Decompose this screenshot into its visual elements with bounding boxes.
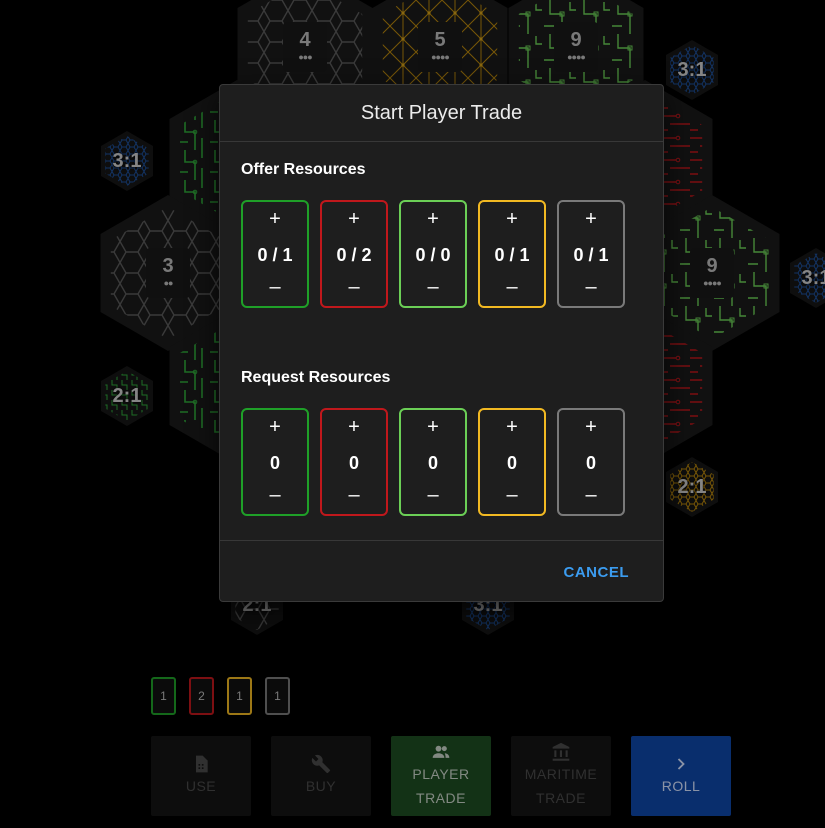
chevron-right-icon	[677, 758, 685, 770]
offer-card-wood: +0 / 1 –	[241, 200, 309, 308]
wrench-icon	[311, 754, 331, 774]
token-pips: ●●●●	[431, 52, 450, 62]
port-ratio-label: 2:1	[112, 385, 142, 407]
request-wood-value: 0	[269, 453, 280, 473]
use-button[interactable]: USE	[151, 736, 251, 816]
request-cards: +0 – +0 – +0 – +0 – +0 –	[241, 408, 625, 516]
token-pips: ●●●●	[567, 52, 586, 62]
offer-wood-value: 0 / 1	[257, 245, 293, 265]
request-card-brick: +0 –	[320, 408, 388, 516]
offer-sheep-value: 0 / 0	[415, 245, 451, 265]
number-token: 3●●	[146, 248, 190, 298]
token-pips: ●●	[163, 278, 174, 288]
port-hex-pattern	[670, 45, 714, 95]
request-card-wood: +0 –	[241, 408, 309, 516]
offer-wheat-value: 0 / 1	[494, 245, 530, 265]
token-number: 4	[299, 29, 311, 51]
offer-card-ore: +0 / 1 –	[557, 200, 625, 308]
port-ratio-label: 3:1	[112, 150, 142, 172]
dialog-footer: CANCEL	[220, 540, 663, 601]
token-number: 3	[162, 255, 174, 277]
cancel-button[interactable]: CANCEL	[558, 563, 636, 582]
request-ore-increment-button[interactable]: +	[585, 416, 597, 438]
offer-card-wheat: +0 / 1 –	[478, 200, 546, 308]
player-trade-label-2: TRADE	[416, 790, 466, 806]
port-hex-pattern	[670, 462, 714, 512]
request-ore-decrement-button[interactable]: –	[585, 484, 597, 506]
request-wheat-value: 0	[506, 453, 517, 473]
player-trade-dialog: Start Player Trade Offer Resources +0 / …	[219, 84, 664, 602]
number-token: 9●●●●	[554, 22, 598, 72]
buy-label: BUY	[305, 778, 337, 794]
request-brick-increment-button[interactable]: +	[348, 416, 360, 438]
dialog-title: Start Player Trade	[220, 85, 663, 142]
request-wheat-increment-button[interactable]: +	[506, 416, 518, 438]
token-number: 9	[570, 29, 582, 51]
offer-card-brick: +0 / 2 –	[320, 200, 388, 308]
request-card-ore: +0 –	[557, 408, 625, 516]
offer-sheep-increment-button[interactable]: +	[427, 208, 439, 230]
offer-brick-increment-button[interactable]: +	[348, 208, 360, 230]
offer-ore-decrement-button[interactable]: –	[585, 276, 597, 298]
number-token: 5●●●●	[418, 22, 462, 72]
offer-resources-label: Offer Resources	[241, 161, 366, 178]
request-resources-label: Request Resources	[241, 369, 391, 386]
hand-card-wood: 1	[151, 677, 176, 715]
offer-wheat-decrement-button[interactable]: –	[506, 276, 518, 298]
port-ratio-label: 2:1	[677, 476, 707, 498]
hand-card-wheat: 1	[227, 677, 252, 715]
number-token: 4●●●	[283, 22, 327, 72]
request-wood-increment-button[interactable]: +	[269, 416, 281, 438]
request-brick-decrement-button[interactable]: –	[348, 484, 360, 506]
offer-wood-increment-button[interactable]: +	[269, 208, 281, 230]
use-label: USE	[185, 778, 217, 794]
offer-ore-increment-button[interactable]: +	[585, 208, 597, 230]
request-sheep-increment-button[interactable]: +	[427, 416, 439, 438]
request-sheep-decrement-button[interactable]: –	[427, 484, 439, 506]
offer-brick-value: 0 / 2	[336, 245, 372, 265]
request-card-sheep: +0 –	[399, 408, 467, 516]
hand-card-ore: 1	[265, 677, 290, 715]
player-trade-button[interactable]: PLAYER TRADE	[391, 736, 491, 816]
port-ratio-label: 3:1	[801, 267, 825, 289]
request-card-wheat: +0 –	[478, 408, 546, 516]
offer-ore-value: 0 / 1	[573, 245, 609, 265]
player-trade-label-1: PLAYER	[412, 766, 470, 782]
roll-button[interactable]: ROLL	[631, 736, 731, 816]
request-wheat-decrement-button[interactable]: –	[506, 484, 518, 506]
port-ratio-label: 3:1	[677, 59, 707, 81]
request-wood-decrement-button[interactable]: –	[269, 484, 281, 506]
offer-cards: +0 / 1 – +0 / 2 – +0 / 0 – +0 / 1 – +0 / 1 –	[241, 200, 625, 308]
number-token: 9●●●●	[690, 248, 734, 298]
offer-brick-decrement-button[interactable]: –	[348, 276, 360, 298]
offer-card-sheep: +0 / 0 –	[399, 200, 467, 308]
card-icon	[196, 755, 208, 773]
people-icon	[432, 745, 450, 758]
bank-icon	[552, 742, 570, 761]
maritime-trade-label-1: MARITIME	[524, 766, 598, 782]
token-number: 5	[434, 29, 446, 51]
offer-wood-decrement-button[interactable]: –	[269, 276, 281, 298]
offer-wheat-increment-button[interactable]: +	[506, 208, 518, 230]
token-number: 9	[706, 255, 718, 277]
request-ore-value: 0	[585, 453, 596, 473]
offer-sheep-decrement-button[interactable]: –	[427, 276, 439, 298]
port-hex-pattern	[105, 136, 149, 186]
hand-card-brick: 2	[189, 677, 214, 715]
token-pips: ●●●●	[703, 278, 722, 288]
port-hex-pattern	[105, 371, 149, 421]
maritime-trade-button[interactable]: MARITIME TRADE	[511, 736, 611, 816]
action-bar: USE BUY PLAYER TRADE MARITIME TRADE ROLL	[151, 736, 731, 816]
maritime-trade-label-2: TRADE	[536, 790, 586, 806]
request-sheep-value: 0	[427, 453, 438, 473]
token-pips: ●●●	[298, 52, 312, 62]
port-hex-pattern	[794, 253, 825, 303]
buy-button[interactable]: BUY	[271, 736, 371, 816]
roll-label: ROLL	[661, 778, 701, 794]
request-brick-value: 0	[348, 453, 359, 473]
